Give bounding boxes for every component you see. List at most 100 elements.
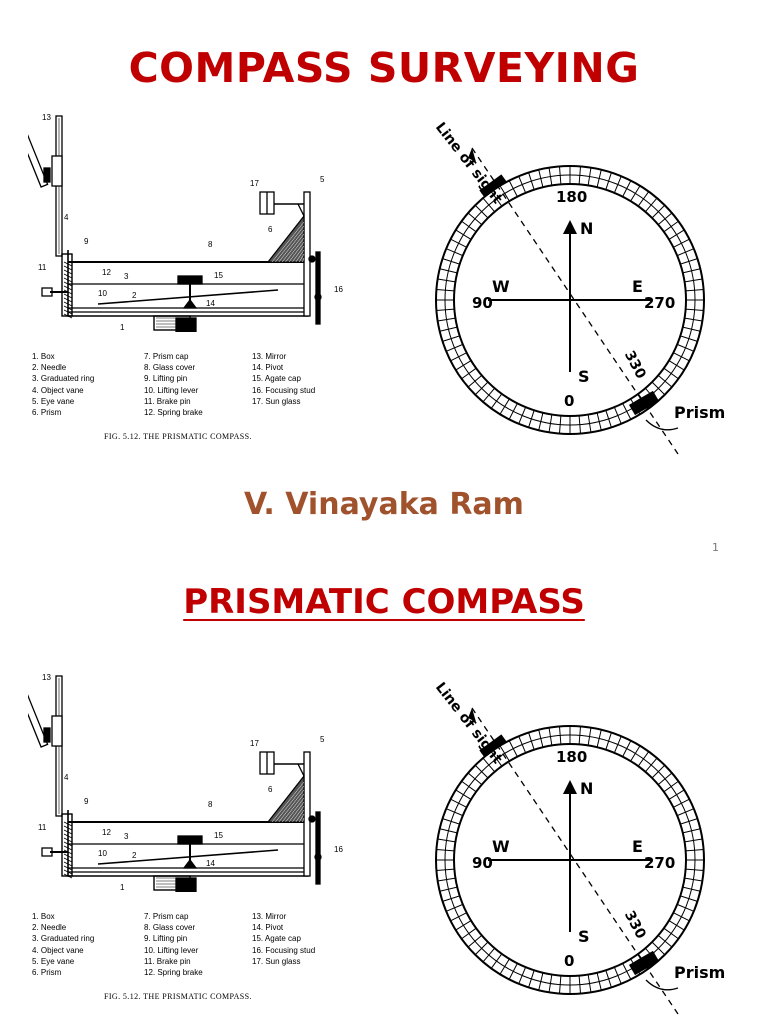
- legend-item: 14. Pivot: [252, 923, 284, 933]
- figure-callout: 3: [124, 272, 129, 281]
- figure-caption: FIG. 5.12. THE PRISMATIC COMPASS.: [104, 992, 252, 1001]
- figure-callout: 14: [206, 859, 215, 868]
- legend-item: 14. Pivot: [252, 363, 284, 373]
- legend-item: 1. Box: [32, 352, 55, 361]
- figure-callout: 17: [250, 739, 259, 748]
- dial-label-deg-prism: 330: [621, 348, 649, 382]
- figure-legend: 1. Box 7. Prism cap 13. Mirror 2. Needle 8. …: [32, 911, 362, 978]
- figure-callout: 16: [334, 285, 343, 294]
- dial-label-east: E: [632, 277, 643, 296]
- figure-callout: 15: [214, 271, 223, 280]
- figure-callout: 9: [84, 797, 89, 806]
- legend-item: [252, 407, 362, 418]
- legend-item: 5. Eye vane: [32, 956, 75, 966]
- legend-item: 2. Needle: [32, 363, 67, 373]
- legend-item: 12. Spring brake: [144, 408, 203, 418]
- legend-item: 13. Mirror: [252, 352, 287, 361]
- legend-item: 8. Glass cover: [144, 923, 196, 933]
- figure-callout: 12: [102, 828, 111, 837]
- figure-callout: 10: [98, 849, 107, 858]
- figure-callout: 8: [208, 240, 213, 249]
- legend-item: 7. Prism cap: [144, 912, 189, 921]
- legend-item: 1. Box: [32, 912, 55, 921]
- legend-item: 16. Focusing stud: [252, 385, 316, 395]
- legend-item: 15. Agate cap: [252, 934, 301, 944]
- legend-item: 10. Lifting lever: [144, 385, 199, 395]
- figure-callout: 17: [250, 179, 259, 188]
- legend-item: 6. Prism: [32, 408, 62, 418]
- figure-callout: 4: [64, 213, 69, 222]
- figure-callout: 6: [268, 785, 273, 794]
- figure-callout: 14: [206, 299, 215, 308]
- dial-label-prism: Prism: [674, 963, 725, 982]
- dial-label-deg-left: 90: [472, 854, 493, 872]
- line-of-sight-label: Line of sight: [432, 680, 505, 768]
- dial-label-west: W: [492, 837, 510, 856]
- figure-callout: 15: [214, 831, 223, 840]
- figure-callout: 10: [98, 289, 107, 298]
- dial-label-deg-right: 270: [644, 854, 675, 872]
- dial-label-deg-left: 90: [472, 294, 493, 312]
- dial-label-deg-top: 180: [556, 188, 587, 206]
- dial-label-east: E: [632, 837, 643, 856]
- legend-item: [252, 967, 362, 978]
- figure-callout: 1: [120, 883, 125, 892]
- legend-item: 16. Focusing stud: [252, 945, 316, 955]
- dial-label-prism: Prism: [674, 403, 725, 422]
- legend-item: 10. Lifting lever: [144, 945, 199, 955]
- legend-item: 9. Lifting pin: [144, 934, 188, 944]
- dial-label-north: N: [580, 219, 593, 238]
- figure-callout: 16: [334, 845, 343, 854]
- figure-callout: 2: [132, 291, 137, 300]
- dial-label-north: N: [580, 779, 593, 798]
- dial-label-west: W: [492, 277, 510, 296]
- legend-item: 11. Brake pin: [144, 956, 191, 966]
- dial-label-deg-right: 270: [644, 294, 675, 312]
- figure-callout: 5: [320, 175, 325, 184]
- dial-label-deg-top: 180: [556, 748, 587, 766]
- figure-callout: 9: [84, 237, 89, 246]
- legend-item: 17. Sun glass: [252, 956, 301, 966]
- figure-caption: FIG. 5.12. THE PRISMATIC COMPASS.: [104, 432, 252, 441]
- legend-item: 15. Agate cap: [252, 374, 301, 384]
- figure-callout: 12: [102, 268, 111, 277]
- figure-callout: 11: [38, 263, 47, 272]
- legend-item: 4. Object vane: [32, 385, 84, 395]
- figure-callout: 5: [320, 735, 325, 744]
- legend-item: 17. Sun glass: [252, 396, 301, 406]
- legend-item: 8. Glass cover: [144, 363, 196, 373]
- figure-callout: 4: [64, 773, 69, 782]
- slide-title: PRISMATIC COMPASS: [183, 582, 585, 622]
- figure-callout: 6: [268, 225, 273, 234]
- author-name: V. Vinayaka Ram: [244, 487, 524, 522]
- figure-callout: 13: [42, 113, 51, 122]
- figure-callout: 1: [120, 323, 125, 332]
- dial-label-deg-bottom: 0: [564, 392, 574, 410]
- figure-callout: 13: [42, 673, 51, 682]
- page-number: 1: [712, 541, 719, 554]
- figure-callout: 8: [208, 800, 213, 809]
- figure-callout: 2: [132, 851, 137, 860]
- line-of-sight-label: Line of sight: [432, 120, 505, 208]
- legend-item: 2. Needle: [32, 923, 67, 933]
- legend-item: 13. Mirror: [252, 912, 287, 921]
- legend-item: 5. Eye vane: [32, 396, 75, 406]
- dial-label-deg-bottom: 0: [564, 952, 574, 970]
- slide-title: COMPASS SURVEYING: [128, 44, 640, 92]
- legend-item: 6. Prism: [32, 968, 62, 978]
- dial-label-deg-prism: 330: [621, 908, 649, 942]
- dial-label-south: S: [578, 927, 590, 946]
- figure-callout: 3: [124, 832, 129, 841]
- legend-item: 4. Object vane: [32, 945, 84, 955]
- legend-item: 9. Lifting pin: [144, 374, 188, 384]
